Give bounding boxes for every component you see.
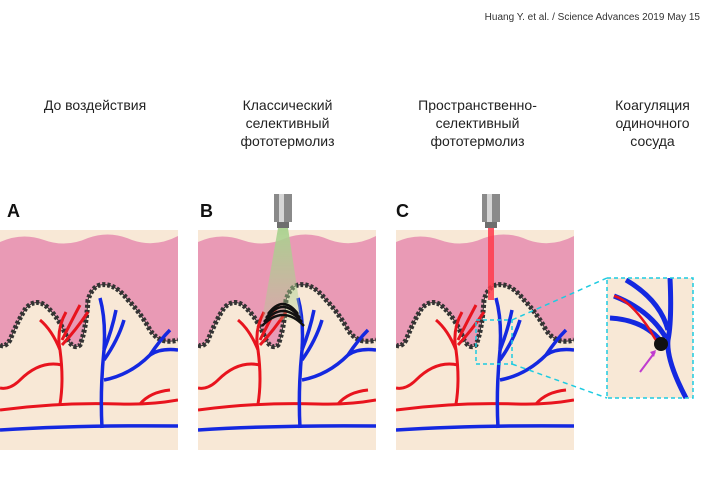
laser-handpiece-icon-c [482,194,500,228]
panel-letter-b: B [200,201,213,221]
citation: Huang Y. et al. / Science Advances 2019 … [484,12,700,23]
green-beam [262,228,302,320]
zoom-region [475,319,513,365]
red-beam [488,228,494,300]
heading-spatial: Пространственно- селективный фототермоли… [395,96,560,150]
laser-handpiece-icon [274,194,292,228]
zoom-inset [607,277,693,400]
heading-coagulation: Коагуляция одиночного сосуда [590,96,715,150]
panel-c-skin [396,230,574,450]
panel-letter-a: A [7,201,20,221]
panel-letter-c: C [396,201,409,221]
heading-classic-text: Классический селективный фототермолиз [240,97,335,149]
heading-spatial-text: Пространственно- селективный фототермоли… [418,97,537,149]
heading-coagulation-text: Коагуляция одиночного сосуда [615,97,690,149]
heading-classic: Классический селективный фототермолиз [205,96,370,150]
zoom-line-bottom [511,363,608,399]
coagulation-point [654,337,668,351]
heading-before-text: До воздействия [43,97,147,113]
coagulation-arrow [639,351,656,373]
heated-vessels [261,302,305,327]
heading-before: До воздействия [20,96,170,114]
panel-a-skin [0,230,178,450]
